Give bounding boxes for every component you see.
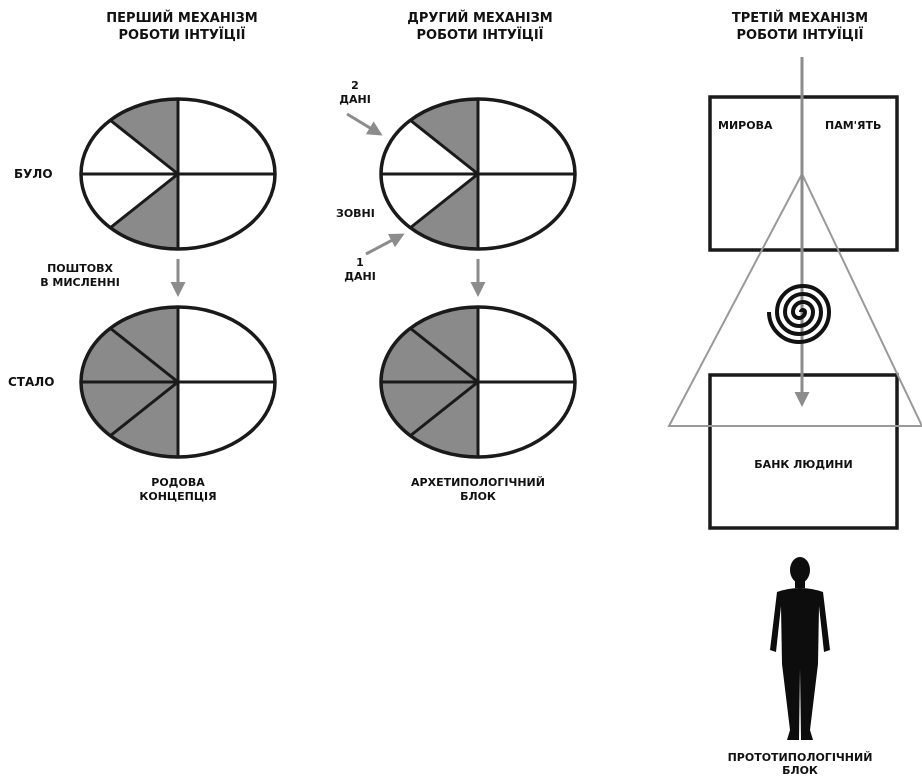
data-2-label: 2 ДАНІ <box>330 79 380 107</box>
shaded-sector-lower <box>110 174 178 250</box>
prototypological-block-label: ПРОТОТИПОЛОГІЧНИЙ БЛОК <box>690 751 910 777</box>
spiral-icon <box>767 284 832 344</box>
data-1-word: ДАНІ <box>344 270 376 283</box>
push-in-thinking-label: ПОШТОВХ В МИСЛЕННІ <box>20 262 140 290</box>
push-label-line2: В МИСЛЕННІ <box>40 276 120 289</box>
second-mechanism-title: ДРУГИЙ МЕХАНІЗМ РОБОТИ ІНТУЇЦІЇ <box>370 10 590 44</box>
world-label: МИРОВА <box>718 119 773 132</box>
data-2-word: ДАНІ <box>339 93 371 106</box>
push-label-line1: ПОШТОВХ <box>47 262 113 275</box>
second-before-ellipse <box>379 97 577 251</box>
intuition-triangle <box>667 171 922 427</box>
data-1-label: 1 ДАНІ <box>335 256 385 284</box>
prototypological-line1: ПРОТОТИПОЛОГІЧНИЙ <box>727 751 873 764</box>
archetypological-block-label: АРХЕТИПОЛОГІЧНИЙ БЛОК <box>393 476 563 504</box>
second-mechanism-title-line1: ДРУГИЙ МЕХАНІЗМ <box>407 11 553 26</box>
generic-concept-label: РОДОВА КОНЦЕПЦІЯ <box>118 476 238 504</box>
shaded-sector-upper <box>410 98 478 174</box>
after-label: СТАЛО <box>8 375 55 389</box>
shaded-sector-lower <box>410 174 478 250</box>
archetypological-line2: БЛОК <box>460 490 496 503</box>
data-2-number: 2 <box>351 79 359 92</box>
data-2-arrow <box>346 112 383 136</box>
outside-label: ЗОВНІ <box>336 207 375 220</box>
generic-concept-line2: КОНЦЕПЦІЯ <box>139 490 217 503</box>
archetypological-line1: АРХЕТИПОЛОГІЧНИЙ <box>411 476 545 489</box>
third-mechanism-title: ТРЕТІЙ МЕХАНІЗМ РОБОТИ ІНТУЇЦІЇ <box>690 10 910 44</box>
first-mechanism-title-line2: РОБОТИ ІНТУЇЦІЇ <box>118 28 246 43</box>
third-mechanism-title-line1: ТРЕТІЙ МЕХАНІЗМ <box>731 11 869 26</box>
second-mechanism-title-line2: РОБОТИ ІНТУЇЦІЇ <box>416 28 544 43</box>
before-label: БУЛО <box>14 167 53 181</box>
data-1-number: 1 <box>356 256 364 269</box>
human-silhouette-icon <box>770 557 830 740</box>
generic-concept-line1: РОДОВА <box>151 476 205 489</box>
third-mechanism-title-line2: РОБОТИ ІНТУЇЦІЇ <box>736 28 864 43</box>
shaded-sector-upper <box>110 98 178 174</box>
first-before-ellipse <box>79 97 277 251</box>
data-1-arrow <box>365 233 405 256</box>
memory-label: ПАМ'ЯТЬ <box>825 119 882 132</box>
prototypological-line2: БЛОК <box>782 764 818 777</box>
first-mechanism-title: ПЕРШИЙ МЕХАНІЗМ РОБОТИ ІНТУЇЦІЇ <box>72 10 292 44</box>
second-after-ellipse <box>379 305 577 459</box>
first-after-ellipse <box>79 305 277 459</box>
first-mechanism-title-line1: ПЕРШИЙ МЕХАНІЗМ <box>106 11 258 26</box>
human-bank-label: БАНК ЛЮДИНИ <box>754 458 853 471</box>
